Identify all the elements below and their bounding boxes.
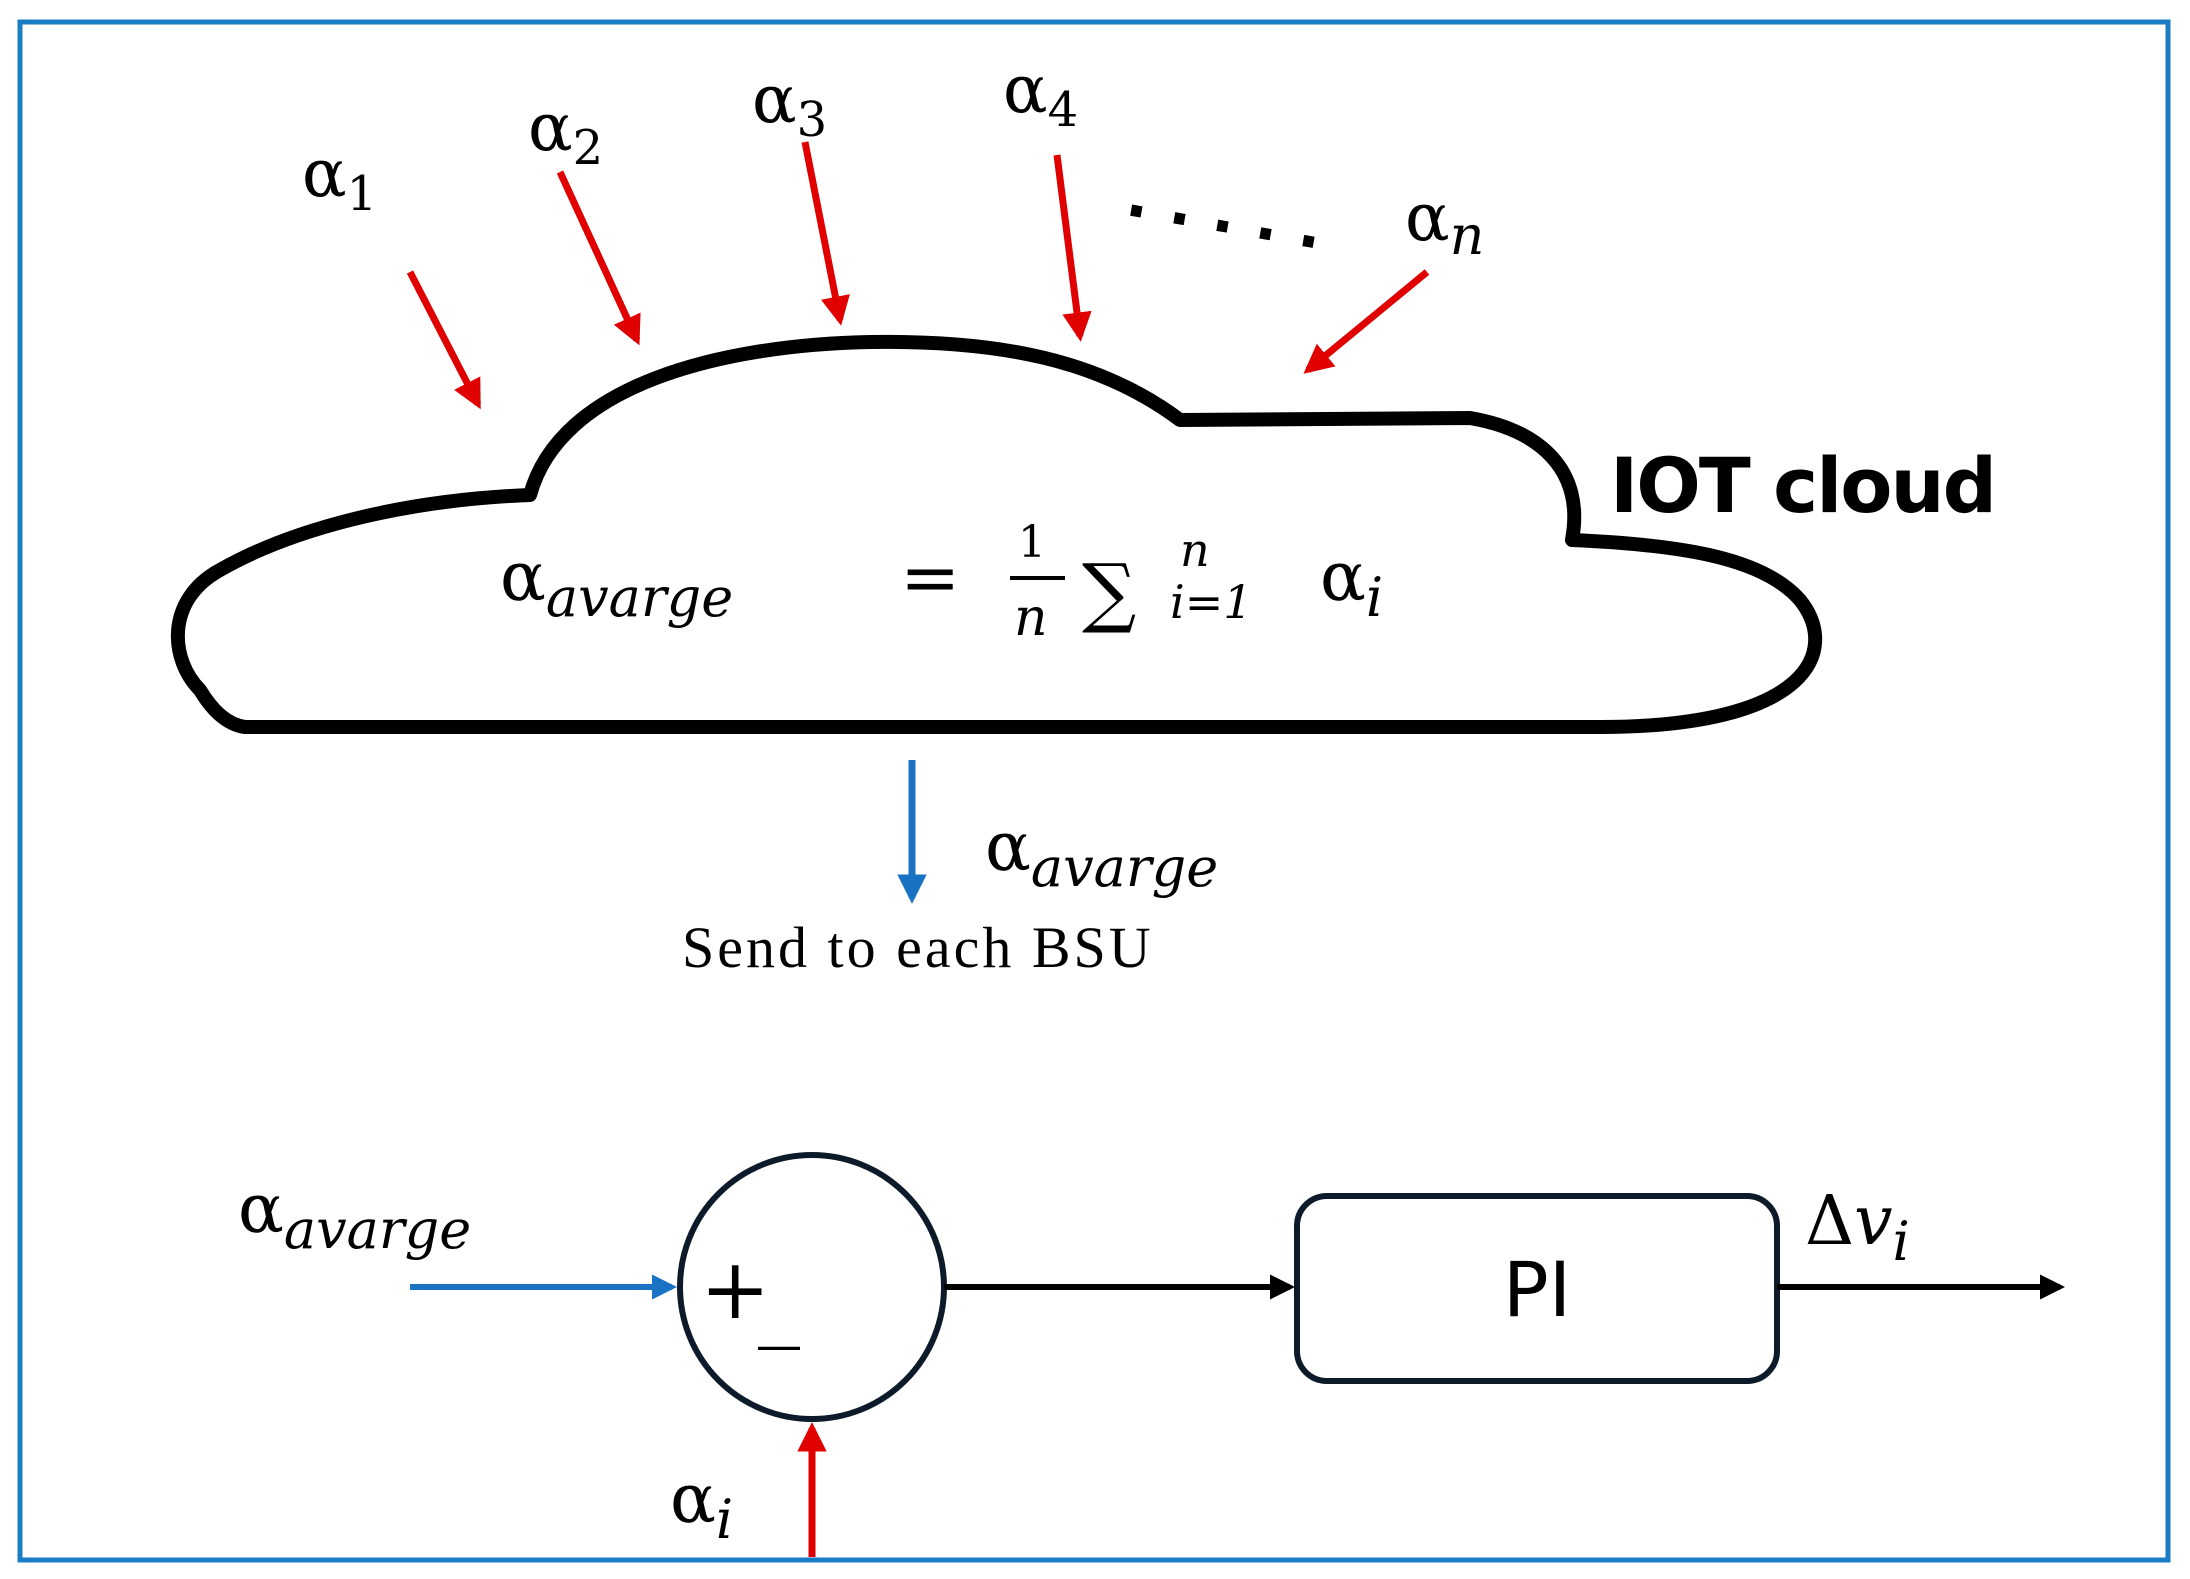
svg-text:=: = — [900, 535, 960, 619]
controller-input-label: αavarge — [238, 1170, 471, 1261]
diagram-frame — [17, 19, 2171, 1563]
average-formula: αavarge = 1 n ∑ n i=1 αi — [500, 517, 1383, 648]
input-label-2: α2 — [528, 89, 603, 176]
input-label-4: α4 — [1003, 51, 1078, 138]
input-arrow-1 — [406, 270, 482, 410]
summing-minus-sign: _ — [758, 1252, 800, 1350]
input-arrow-2 — [556, 170, 641, 346]
input-label-n: αn — [1405, 179, 1484, 267]
input-arrow-n — [1303, 269, 1430, 374]
svg-text:αi: αi — [1320, 538, 1383, 629]
input-label-3: α3 — [752, 61, 827, 148]
iot-cloud-label: IOT cloud — [1610, 441, 1995, 530]
svg-text:i=1: i=1 — [1170, 575, 1253, 629]
input-arrow-4 — [1053, 154, 1092, 342]
iot-cloud-shape — [170, 334, 1823, 734]
svg-text:αavarge: αavarge — [500, 538, 733, 629]
input-arrow-3 — [801, 141, 850, 326]
broadcast-caption: Send to each BSU — [682, 915, 1154, 980]
summing-plus-sign: + — [700, 1240, 770, 1338]
feedback-label: αi — [670, 1460, 733, 1551]
input-label-1: α1 — [302, 135, 377, 222]
pi-controller-label: PI — [1503, 1245, 1571, 1334]
svg-text:n: n — [1180, 523, 1210, 577]
svg-text:∑: ∑ — [1082, 547, 1136, 636]
input-ellipsis: . . . . . — [1122, 160, 1329, 263]
svg-text:n: n — [1014, 588, 1048, 648]
svg-text:1: 1 — [1018, 517, 1046, 568]
controller-output-label: Δvi — [1805, 1182, 1910, 1273]
broadcast-label: αavarge — [985, 808, 1218, 899]
